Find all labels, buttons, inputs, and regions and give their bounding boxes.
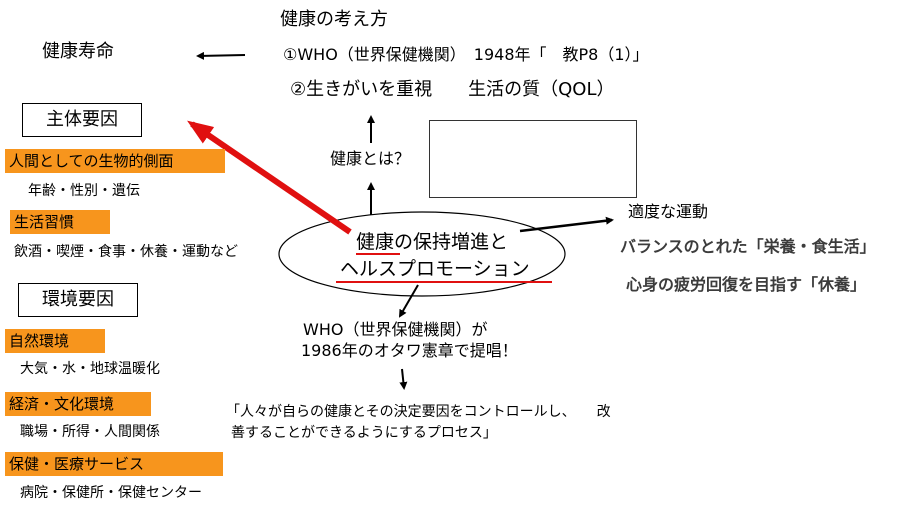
natural-environment-detail: 大気・水・地球温暖化 <box>20 361 160 377</box>
economy-culture-label: 経済・文化環境 <box>5 392 151 416</box>
biological-aspect-label: 人間としての生物的側面 <box>5 149 225 173</box>
healthy-life-expectancy: 健康寿命 <box>42 41 114 62</box>
arrow-down-to-quote <box>399 368 408 390</box>
environment-factors-title: 環境要因 <box>18 283 138 317</box>
exercise-item: 適度な運動 <box>628 202 709 221</box>
ottawa-line1: WHO（世界保健機関）が <box>303 320 488 339</box>
center-line2: ヘルスプロモーション <box>340 258 530 280</box>
center-ellipse <box>278 211 566 297</box>
meaning-of-life: ②生きがいを重視 生活の質（QOL） <box>290 79 615 100</box>
lifestyle-detail: 飲酒・喫煙・食事・休養・運動など <box>14 244 238 260</box>
center-line1: 健康の保持増進と <box>356 231 509 253</box>
blank-answer-box <box>429 120 637 198</box>
ottawa-line2: 1986年のオタワ憲章で提唱！ <box>301 341 518 360</box>
quote-line2: 善することができるようにするプロセス」 <box>231 425 497 441</box>
nutrition-item: バランスのとれた「栄養・食生活」 <box>620 237 876 256</box>
arrow-to-exercise <box>519 216 614 233</box>
arrow-to-life-expectancy <box>196 51 246 60</box>
biological-detail: 年齢・性別・遺伝 <box>28 183 140 199</box>
lifestyle-label: 生活習慣 <box>10 210 110 234</box>
arrow-down-to-who <box>398 284 419 318</box>
quote-line1: 「人々が自らの健康とその決定要因をコントロールし、 改 <box>226 404 611 420</box>
subject-factors-title: 主体要因 <box>22 103 142 137</box>
rest-item: 心身の疲労回復を目指す「休養」 <box>626 275 867 294</box>
concept-title: 健康の考え方 <box>280 9 388 30</box>
red-arrow-to-subject-factors <box>187 120 352 235</box>
who-definition: ①WHO（世界保健機関） 1948年「 教P8（1）」 <box>283 45 649 64</box>
health-service-label: 保健・医療サービス <box>5 452 223 476</box>
health-service-detail: 病院・保健所・保健センター <box>20 485 202 501</box>
economy-culture-detail: 職場・所得・人間関係 <box>20 424 160 440</box>
what-is-health: 健康とは？ <box>330 149 411 168</box>
natural-environment-label: 自然環境 <box>5 329 105 353</box>
